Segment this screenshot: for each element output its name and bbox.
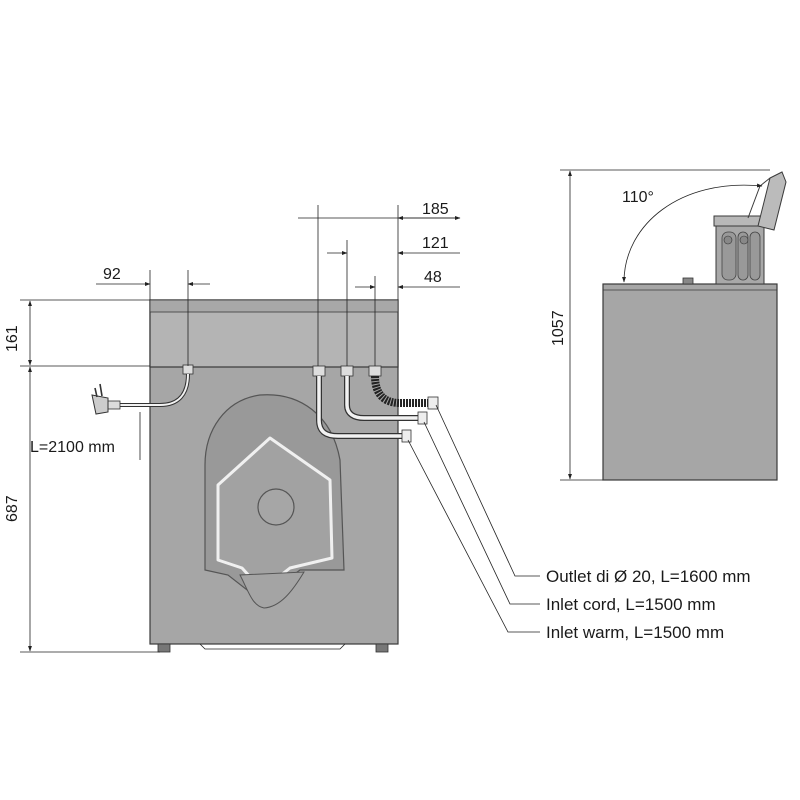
fitting-outlet: [427, 396, 439, 410]
foot-left: [157, 643, 171, 653]
door-center-hub: [257, 488, 295, 526]
dim-48: 48: [424, 269, 442, 286]
side-top-knob: [682, 277, 694, 285]
power-plug-icon: [91, 383, 121, 415]
dim-1057: 1057: [550, 310, 567, 346]
dim-92: 92: [103, 266, 121, 283]
callouts: Outlet di Ø 20, L=1600 mm Inlet cord, L=…: [546, 567, 751, 642]
connector-inlet-2: [340, 365, 354, 377]
dim-185: 185: [422, 201, 449, 218]
angle-label: 110°: [622, 189, 654, 206]
base-plate: [199, 643, 346, 650]
side-view: 1057 110°: [550, 169, 787, 481]
leader-outlet: [435, 404, 540, 577]
door-lower-panel: [239, 571, 305, 609]
leader-inlet-warm: [407, 439, 540, 633]
connector-outlet: [368, 365, 382, 377]
callout-outlet: Outlet di Ø 20, L=1600 mm: [546, 567, 751, 586]
fitting-inlet-warm: [401, 429, 412, 443]
callout-inlet-cord: Inlet cord, L=1500 mm: [546, 595, 716, 614]
connector-cord: [182, 364, 194, 375]
dim-161: 161: [4, 325, 21, 352]
connector-inlet-1: [312, 365, 326, 377]
dim-687: 687: [4, 495, 21, 522]
side-body: [602, 283, 778, 481]
leader-inlet-cord: [423, 421, 540, 605]
open-lid: [757, 171, 787, 231]
cord-length-label: L=2100 mm: [30, 439, 115, 456]
callout-inlet-warm: Inlet warm, L=1500 mm: [546, 623, 724, 642]
outlet-hose: [371, 375, 430, 407]
top-lid-strip: [149, 299, 399, 313]
angle-arc: [622, 183, 763, 283]
foot-right: [375, 643, 389, 653]
fitting-inlet-cord: [417, 411, 428, 425]
dim-121: 121: [422, 235, 449, 252]
front-view: 185 121 48 92 161 687 L=2100 mm: [4, 201, 540, 653]
